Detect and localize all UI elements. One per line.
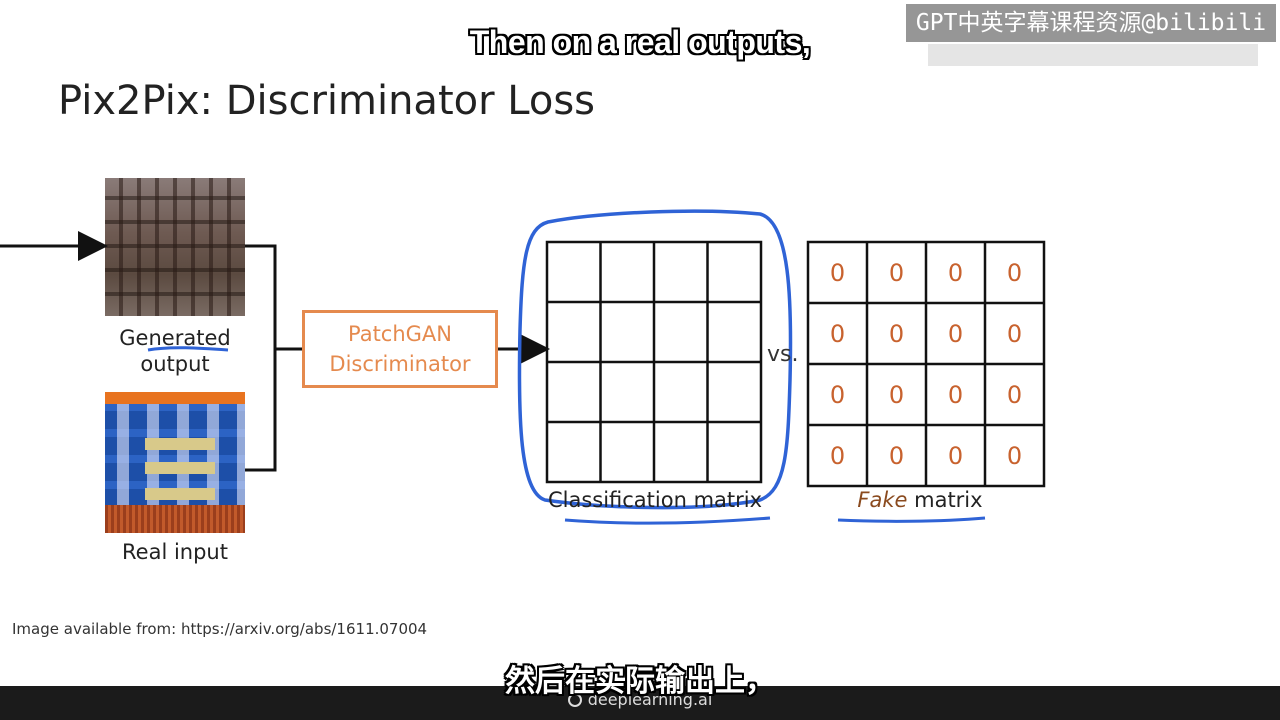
bottom-bar [0, 686, 1280, 720]
generated-connector [245, 244, 277, 349]
fake-matrix-label: Fake matrix [820, 488, 1020, 512]
fake-matrix-cell: 0 [829, 319, 846, 348]
patchgan-line2: Discriminator [329, 352, 471, 376]
vs-label: vs. [767, 342, 799, 367]
annotation-underline-fake [837, 516, 986, 523]
real-connector [245, 349, 277, 472]
fake-matrix-cell: 0 [1006, 380, 1023, 409]
generated-label: Generated output [95, 326, 255, 376]
real-input-base [105, 505, 245, 533]
slide-title: Pix2Pix: Discriminator Loss [58, 78, 595, 124]
watermark-shadow [928, 44, 1258, 66]
image-credit: Image available from: https://arxiv.org/… [12, 620, 428, 638]
deeplearning-logo-text: deeplearning.ai [587, 690, 713, 709]
fake-matrix-cell: 0 [947, 319, 964, 348]
fake-matrix-cell: 0 [829, 380, 846, 409]
generated-label-line2: output [140, 352, 210, 376]
patchgan-line1: PatchGAN [347, 322, 453, 346]
fake-matrix-cell: 0 [888, 319, 905, 348]
subtitle-english: Then on a real outputs, [469, 24, 811, 60]
deeplearning-logo: deeplearning.ai [0, 690, 1280, 709]
real-input-band [145, 488, 215, 500]
classification-matrix-label: Classification matrix [547, 488, 763, 512]
fake-matrix-cell: 0 [1006, 441, 1023, 470]
fake-matrix-values: 0 0 0 0 0 0 0 0 0 0 0 0 0 0 0 0 [808, 242, 1044, 486]
fake-matrix-cell: 0 [1006, 258, 1023, 287]
fake-matrix-cell: 0 [947, 441, 964, 470]
annotation-underline-generated [147, 346, 229, 352]
generated-output-image [105, 178, 245, 316]
fake-matrix-cell: 0 [888, 258, 905, 287]
fake-matrix-cell: 0 [888, 380, 905, 409]
fake-matrix-cell: 0 [829, 441, 846, 470]
real-input-roof [105, 392, 245, 404]
fake-matrix-cell: 0 [947, 380, 964, 409]
fake-matrix-cell: 0 [1006, 319, 1023, 348]
real-input-band [145, 438, 215, 450]
deeplearning-logo-icon [567, 693, 582, 707]
annotation-underline-classification [564, 516, 771, 525]
annotation-circle [517, 209, 793, 510]
fake-matrix-cell: 0 [829, 258, 846, 287]
patchgan-discriminator-box: PatchGAN Discriminator [302, 310, 498, 388]
matrix-word: matrix [907, 488, 983, 512]
fake-word: Fake [857, 488, 908, 512]
real-input-band [145, 462, 215, 474]
watermark: GPT中英字幕课程资源@bilibili [906, 4, 1276, 42]
generated-label-line1: Generated [119, 326, 231, 350]
fake-matrix-cell: 0 [888, 441, 905, 470]
real-input-label: Real input [122, 540, 228, 564]
subtitle-chinese: 然后在实际输出上， [505, 664, 775, 699]
classification-matrix-grid [545, 240, 763, 484]
fake-matrix-grid [806, 240, 1046, 488]
fake-matrix-cell: 0 [947, 258, 964, 287]
